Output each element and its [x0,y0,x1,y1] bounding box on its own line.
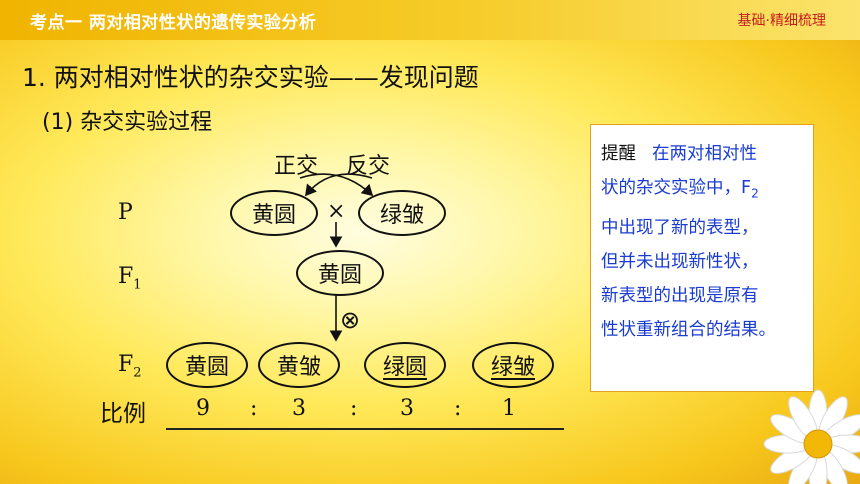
ratio-value: 1 [502,396,516,421]
tip-box: 提醒在两对相对性 状的杂交实验中，F2 中出现了新的表型， 但并未出现新性状， … [590,124,814,392]
f1-yellow-round: 黄圆 [296,250,384,296]
tip-line: 新表型的出现是原有 [601,285,759,306]
ratio-separator: : [350,396,358,421]
ratio-value: 3 [292,396,306,421]
main-heading: 1. 两对相对性状的杂交实验——发现问题 [22,63,479,92]
tip-line: 中出现了新的表型， [601,217,759,238]
tip-label: 提醒 [601,144,636,164]
f2-green-wrinkled: 绿皱 [472,342,554,388]
top-banner: 考点一 两对相对性状的遗传实验分析 基础·精细梳理 [0,0,860,40]
tip-line: 提醒在两对相对性 [601,144,757,164]
f2-green-round: 绿圆 [364,342,446,388]
category-label: 基础·精细梳理 [737,13,826,29]
cross-symbol: × [327,199,346,224]
ratio-baseline [166,428,564,430]
sub-heading: (1) 杂交实验过程 [42,110,213,135]
gen-label-f1: F1 [118,264,142,293]
daisy-decoration-icon [763,389,860,484]
ratio-value: 3 [400,396,414,421]
section-title: 考点一 两对相对性状的遗传实验分析 [30,13,317,33]
tip-line: 状的杂交实验中，F2 [601,178,759,201]
parent-green-wrinkled: 绿皱 [358,190,446,236]
ratio-separator: : [454,396,462,421]
ratio-separator: : [250,396,258,421]
parent-yellow-round: 黄圆 [230,190,318,236]
tip-line: 性状重新组合的结果。 [601,319,776,340]
tip-line: 但并未出现新性状， [601,251,759,272]
gen-label-f2: F2 [118,352,142,381]
arrow-reverse [304,173,373,197]
arrow-forward [299,173,374,197]
gen-label-p: P [118,200,133,225]
f2-yellow-round: 黄圆 [166,342,248,388]
f2-yellow-wrinkled: 黄皱 [258,342,340,388]
self-cross-symbol: ⊗ [340,306,361,334]
ratio-label: 比例 [100,401,146,427]
ratio-value: 9 [196,396,210,421]
